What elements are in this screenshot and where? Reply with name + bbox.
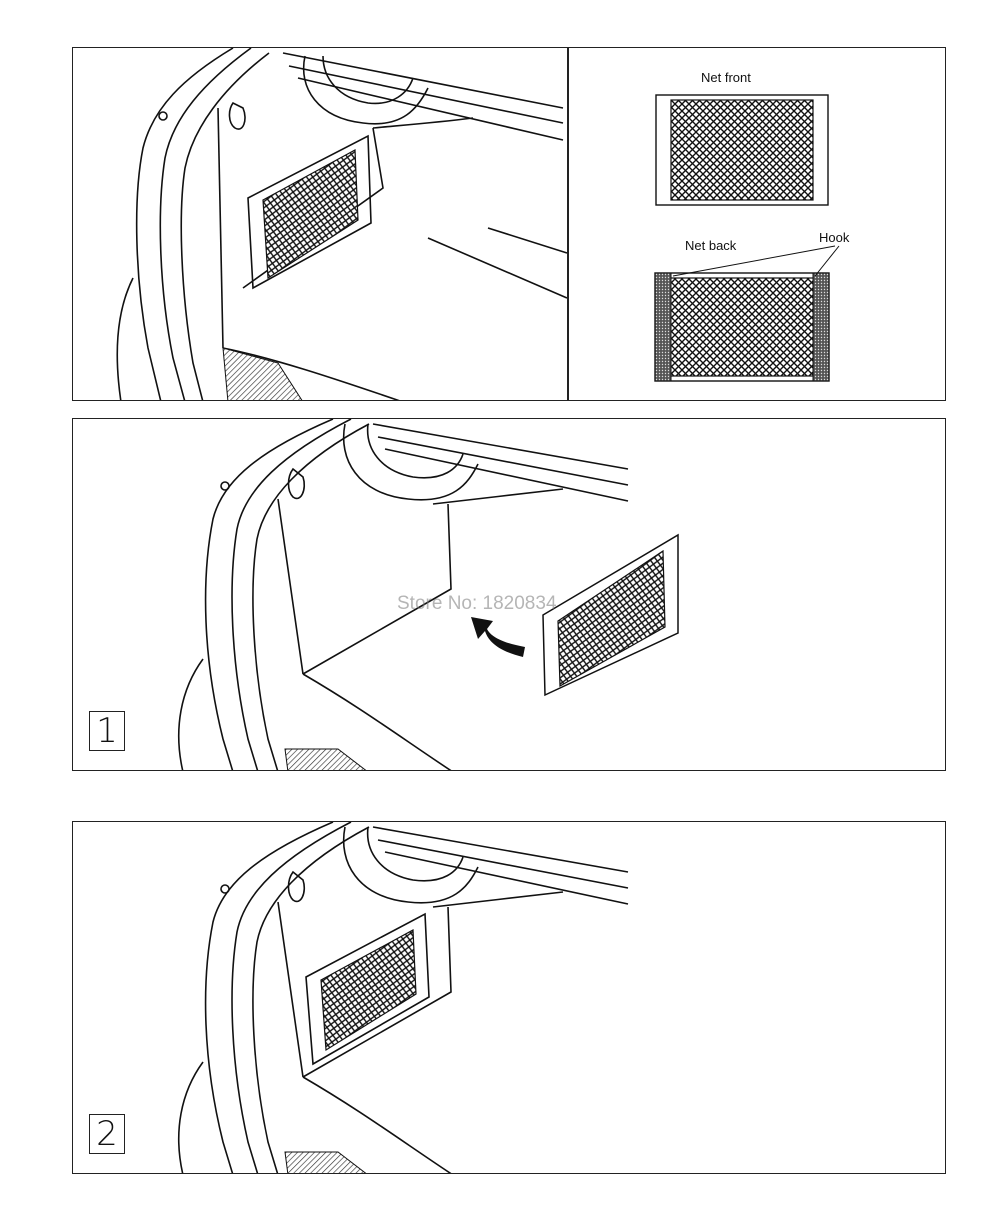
step-2-panel: 2 xyxy=(72,821,946,1174)
car-trunk-illustration xyxy=(116,48,568,400)
step-number-badge: 2 xyxy=(89,1114,125,1154)
car-trunk-illustration xyxy=(178,419,679,770)
step-number-badge: 1 xyxy=(89,711,125,751)
panel-divider xyxy=(567,48,569,400)
cargo-net-icon xyxy=(262,149,359,280)
car-trunk-illustration xyxy=(178,822,629,1173)
net-front-label: Net front xyxy=(701,70,751,85)
hook-label: Hook xyxy=(819,230,850,245)
cargo-net-icon xyxy=(320,929,417,1052)
step-1-panel: Store No: 1820834 1 xyxy=(72,418,946,771)
overview-panel: Net front Net back Hook xyxy=(72,47,946,401)
curved-arrow-icon xyxy=(471,617,525,657)
net-back-label: Net back xyxy=(685,238,737,253)
watermark: Store No: 1820834 xyxy=(397,593,557,614)
